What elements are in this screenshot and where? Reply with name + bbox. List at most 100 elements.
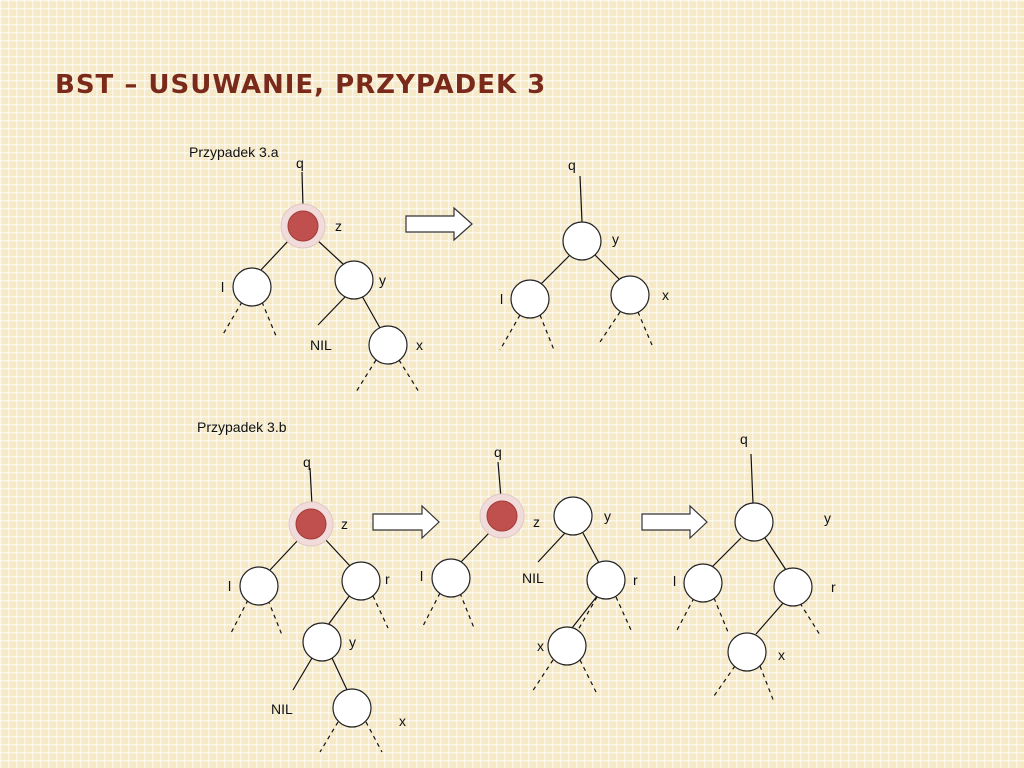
edge — [582, 532, 600, 564]
label-y: y — [612, 231, 619, 247]
label-y: y — [379, 272, 386, 288]
right-arrow-icon — [372, 504, 440, 540]
label-y: y — [349, 634, 356, 650]
label-l: l — [221, 279, 224, 295]
dashed-subtree-edge — [372, 595, 389, 629]
node-l — [510, 279, 550, 319]
label-l: l — [228, 578, 231, 594]
label-nil: NIL — [271, 701, 293, 717]
node-y — [553, 496, 593, 536]
edge — [579, 175, 583, 223]
edge — [755, 601, 785, 635]
case-b-tree-3: q y l r x — [673, 431, 836, 703]
label-q: q — [740, 431, 748, 447]
label-nil: NIL — [310, 337, 332, 353]
label-z: z — [335, 218, 342, 234]
edge — [315, 238, 344, 265]
dashed-subtree-edge — [615, 596, 632, 631]
case-b-tree-1: q z l r y NIL x — [228, 454, 406, 753]
edge — [331, 657, 349, 693]
node-y — [334, 260, 374, 300]
node-l — [683, 563, 723, 603]
label-q: q — [568, 157, 576, 173]
removed-node-z — [486, 500, 518, 532]
label-r: r — [385, 571, 390, 587]
edge — [317, 296, 346, 326]
dashed-subtree-edge — [759, 665, 775, 703]
node-l — [232, 267, 272, 307]
edge — [259, 238, 291, 272]
edge — [309, 467, 313, 506]
label-x: x — [778, 647, 785, 663]
node-y — [302, 622, 342, 662]
label-nil: NIL — [522, 570, 544, 586]
dashed-subtree-edge — [637, 311, 653, 346]
edge — [764, 537, 787, 571]
label-x: x — [416, 337, 423, 353]
dashed-subtree-edge — [597, 311, 621, 346]
node-x — [332, 688, 372, 728]
label-r: r — [831, 579, 836, 595]
label-y: y — [824, 510, 831, 526]
node-r — [586, 560, 626, 600]
node-x — [547, 626, 587, 666]
node-x — [610, 275, 650, 315]
node-x — [368, 325, 408, 365]
edge — [711, 537, 742, 568]
dashed-subtree-edge — [267, 599, 283, 636]
case-b-caption: Przypadek 3.b — [197, 419, 287, 435]
node-r — [341, 561, 381, 601]
dashed-subtree-edge — [713, 665, 736, 697]
right-arrow-icon — [405, 206, 473, 242]
dashed-subtree-edge — [713, 597, 729, 633]
dashed-subtree-edge — [365, 721, 383, 753]
label-x: x — [537, 638, 544, 654]
case-a-caption: Przypadek 3.a — [189, 144, 279, 160]
right-arrow-icon — [641, 504, 708, 540]
label-x: x — [399, 713, 406, 729]
edge — [269, 537, 301, 571]
node-x — [727, 632, 767, 672]
edge — [301, 171, 304, 208]
dashed-subtree-edge — [675, 597, 695, 633]
edge — [459, 531, 491, 564]
edge — [537, 532, 566, 563]
label-l: l — [420, 568, 423, 584]
slide-title: BST – USUWANIE, PRZYPADEK 3 — [55, 70, 547, 100]
label-r: r — [633, 572, 638, 588]
dashed-subtree-edge — [531, 659, 554, 693]
dashed-subtree-edge — [319, 721, 339, 753]
node-y — [562, 221, 602, 261]
case-a-tree-before: q z l y NIL x — [221, 155, 423, 393]
edge — [497, 461, 502, 499]
label-q: q — [296, 155, 304, 171]
edge — [327, 594, 351, 626]
label-z: z — [341, 516, 348, 532]
case-b-tree-2: q z y l NIL r x — [420, 444, 638, 693]
dashed-subtree-edge — [539, 314, 555, 351]
edge — [750, 453, 754, 505]
removed-node-z — [295, 508, 327, 540]
case-a-tree-after: q y l x — [499, 157, 669, 351]
label-q: q — [494, 444, 502, 460]
node-l — [239, 566, 279, 606]
edge — [361, 295, 381, 329]
edge — [539, 254, 571, 286]
node-y — [734, 502, 774, 542]
dashed-subtree-edge — [799, 602, 821, 636]
dashed-subtree-edge — [229, 599, 249, 636]
dashed-subtree-edge — [398, 359, 420, 393]
node-l — [431, 558, 471, 598]
label-x: x — [662, 287, 669, 303]
dashed-subtree-edge — [579, 659, 597, 693]
label-y: y — [604, 508, 611, 524]
edge — [571, 594, 599, 629]
removed-node-z — [287, 210, 319, 242]
edge — [292, 657, 313, 691]
dashed-subtree-edge — [421, 592, 441, 629]
dashed-subtree-edge — [577, 596, 598, 631]
label-l: l — [500, 291, 503, 307]
dashed-subtree-edge — [459, 592, 475, 629]
dashed-subtree-edge — [499, 314, 521, 351]
